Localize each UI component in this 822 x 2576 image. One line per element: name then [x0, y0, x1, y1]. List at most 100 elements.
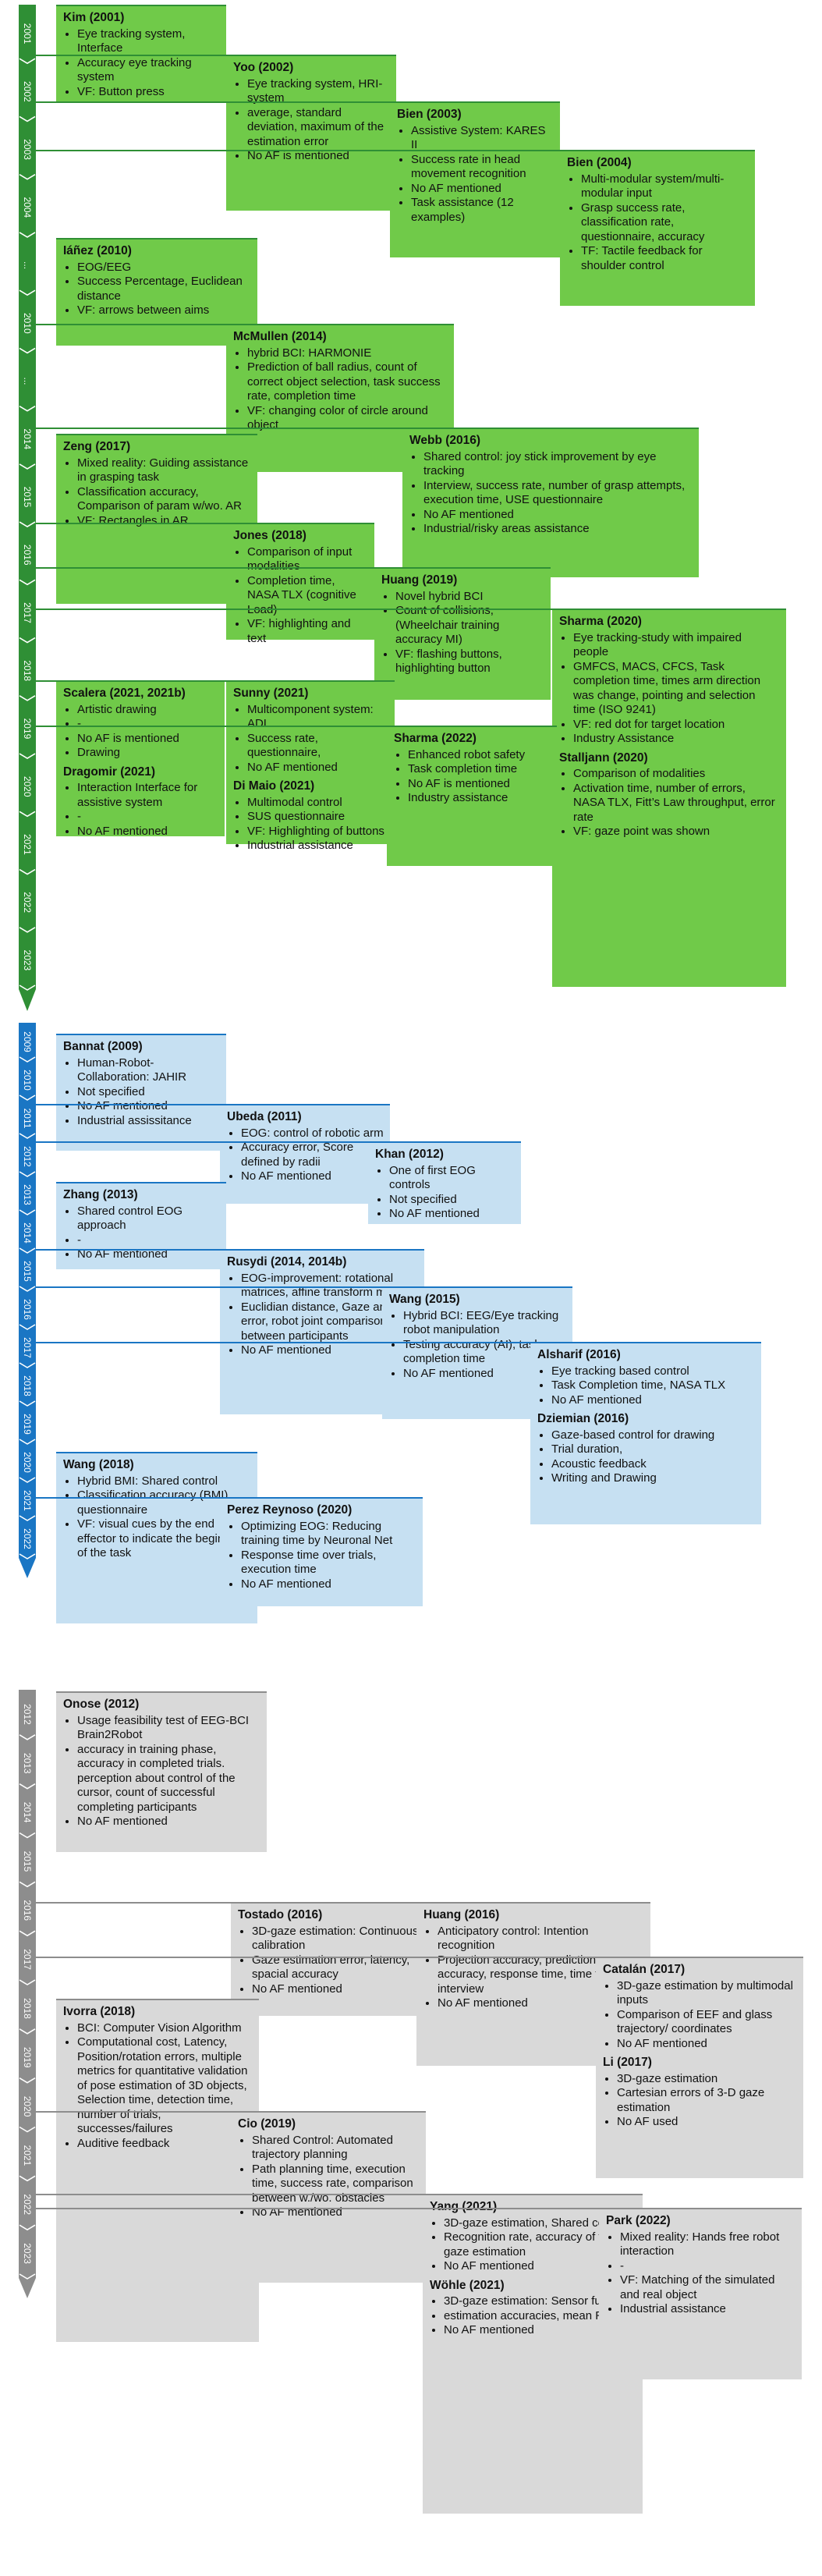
detail-item: No AF is mentioned: [77, 732, 218, 747]
year-tick-label: 2018: [22, 660, 33, 681]
detail-item: Trial duration,: [551, 1442, 755, 1457]
detail-item: Comparison of EEF and glass trajectory/ …: [617, 2008, 797, 2037]
timeline-chevron: [19, 405, 36, 412]
study-details: Eye tracking system, InterfaceAccuracy e…: [63, 27, 220, 100]
detail-item: Classification accuracy, Comparison of p…: [77, 485, 251, 514]
detail-item: Assistive System: KARES II: [411, 124, 554, 153]
study-details: Multimodal controlSUS questionnaireVF: H…: [233, 796, 388, 853]
study-title: Bien (2003): [397, 108, 462, 121]
study-card: Jones (2018) Comparison of input modaliti…: [226, 523, 374, 645]
detail-item: VF: Matching of the simulated and real o…: [620, 2273, 795, 2302]
card-connector: [36, 150, 560, 151]
card-connector: [36, 680, 226, 682]
year-tick-label: 2013: [22, 1753, 33, 1774]
year-tick-label: 2014: [22, 1222, 33, 1244]
timeline-band: [19, 1023, 36, 1578]
study-details: Optimizing EOG: Reducing training time b…: [227, 1520, 416, 1592]
study-details: Shared control EOG approach-No AF mentio…: [63, 1205, 220, 1262]
detail-item: Computational cost, Latency, Position/ro…: [77, 2035, 253, 2137]
timeline-chevron: [19, 811, 36, 818]
study-title: Li (2017): [603, 2056, 652, 2069]
detail-item: Industrial assistance: [620, 2302, 795, 2317]
timeline-chevron: [19, 1439, 36, 1445]
detail-item: average, standard deviation, maximum of …: [247, 106, 390, 150]
study-details: 3D-gaze estimation, Shared controlRecogn…: [430, 2216, 636, 2274]
card-connector: [36, 428, 402, 429]
card-connector: [36, 2208, 599, 2209]
detail-item: estimation accuracies, mean RMSE: [444, 2309, 636, 2324]
detail-item: Multi-modular system/multi-modular input: [581, 172, 749, 201]
detail-item: Eye tracking-study with impaired people: [573, 631, 780, 660]
detail-item: No AF mentioned: [389, 1207, 515, 1222]
detail-item: Testing accuracy (AI), task completion t…: [403, 1338, 566, 1367]
timeline-svg: 2012201320142015201620172018201920202021…: [19, 1690, 36, 2298]
detail-item: No AF mentioned: [411, 182, 554, 197]
year-tick-label: 2010: [22, 1070, 33, 1091]
detail-item: No AF mentioned: [551, 1393, 755, 1408]
year-tick-label: 2015: [22, 487, 33, 508]
detail-item: Artistic drawing: [77, 703, 218, 718]
timeline-svg: 2001200220032004...2010...20142015201620…: [19, 5, 36, 1011]
study-card: Scalera (2021, 2021b)Artistic drawing-No…: [56, 680, 225, 838]
study-title: Wöhle (2021): [430, 2278, 505, 2292]
detail-item: -: [77, 717, 218, 732]
detail-item: No AF mentioned: [438, 1996, 644, 2011]
study-title: Tostado (2016): [238, 1908, 323, 1921]
study-card: Bannat (2009)Human-Robot-Collaboration: …: [56, 1034, 226, 1151]
detail-item: No AF used: [617, 2115, 797, 2130]
timeline-chevron: [19, 1286, 36, 1292]
timeline-chevron: [19, 1056, 36, 1063]
study-title: Iáñez (2010): [63, 244, 132, 257]
study-details: Comparison of input modalitiesCompletion…: [233, 545, 368, 647]
study-title: Kim (2001): [63, 11, 125, 24]
detail-item: Success Percentage, Euclidean distance: [77, 275, 251, 303]
year-tick-label: 2003: [22, 139, 33, 160]
timeline-chevron: [19, 115, 36, 122]
study-details: EOG: control of robotic armAccuracy erro…: [227, 1127, 384, 1184]
timeline-chevron: [19, 1095, 36, 1101]
study-title: Jones (2018): [233, 529, 306, 542]
detail-item: Writing and Drawing: [551, 1471, 755, 1486]
detail-item: Activation time, number of errors, NASA …: [573, 782, 780, 825]
detail-item: Shared control EOG approach: [77, 1205, 220, 1233]
study-details: BCI: Computer Vision AlgorithmComputatio…: [63, 2021, 253, 2152]
detail-item: Industry Assistance: [573, 732, 780, 747]
timeline-chevron: [19, 1324, 36, 1330]
study-card: Onose (2012)Usage feasibility test of EE…: [56, 1691, 267, 1852]
detail-item: Optimizing EOG: Reducing training time b…: [241, 1520, 416, 1549]
detail-item: EOG-improvement: rotational matrices, af…: [241, 1272, 418, 1300]
study-card: Alsharif (2016)Eye tracking based contro…: [530, 1342, 761, 1524]
study-card: Tostado (2016)3D-gaze estimation: Contin…: [231, 1902, 426, 2016]
timeline-chevron: [19, 1171, 36, 1177]
detail-item: 3D-gaze estimation: [617, 2072, 797, 2087]
study-card: Bien (2004)Multi-modular system/multi-mo…: [560, 150, 755, 306]
detail-item: Comparison of input modalities: [247, 545, 368, 574]
card-connector: [36, 1957, 596, 1958]
study-title: Cio (2019): [238, 2117, 296, 2131]
detail-item: Shared control: joy stick improvement by…: [423, 450, 693, 479]
study-details: Shared control: joy stick improvement by…: [409, 450, 693, 537]
study-details: Eye tracking system, HRI-systemaverage, …: [233, 77, 390, 164]
detail-item: No AF mentioned: [617, 2037, 797, 2052]
detail-item: No AF mentioned: [77, 1247, 220, 1262]
timeline-chevron: [19, 1553, 36, 1559]
detail-item: VF: Button press: [77, 85, 220, 100]
timeline-chevron: [19, 985, 36, 991]
year-tick-label: 2010: [22, 313, 33, 334]
detail-item: No AF mentioned: [444, 2259, 636, 2274]
year-tick-label: 2002: [22, 81, 33, 102]
detail-item: Anticipatory control: Intention recognit…: [438, 1925, 644, 1953]
card-connector: [36, 609, 552, 610]
card-connector: [36, 1342, 530, 1343]
study-details: EOG/EEGSuccess Percentage, Euclidean dis…: [63, 261, 251, 318]
study-details: 3D-gaze estimation: Sensor fusionestimat…: [430, 2294, 636, 2338]
timeline-chevron: [19, 1247, 36, 1254]
study-card: Sunny (2021)Multicomponent system: ADLSu…: [226, 680, 395, 852]
timeline-chevron: [19, 2175, 36, 2182]
year-tick-label: 2017: [22, 1337, 33, 1358]
card-connector: [36, 324, 226, 325]
detail-item: Euclidian distance, Gaze angle error, ro…: [241, 1300, 418, 1344]
detail-item: Novel hybrid BCI: [395, 590, 544, 605]
detail-item: No AF mentioned: [444, 2323, 636, 2338]
